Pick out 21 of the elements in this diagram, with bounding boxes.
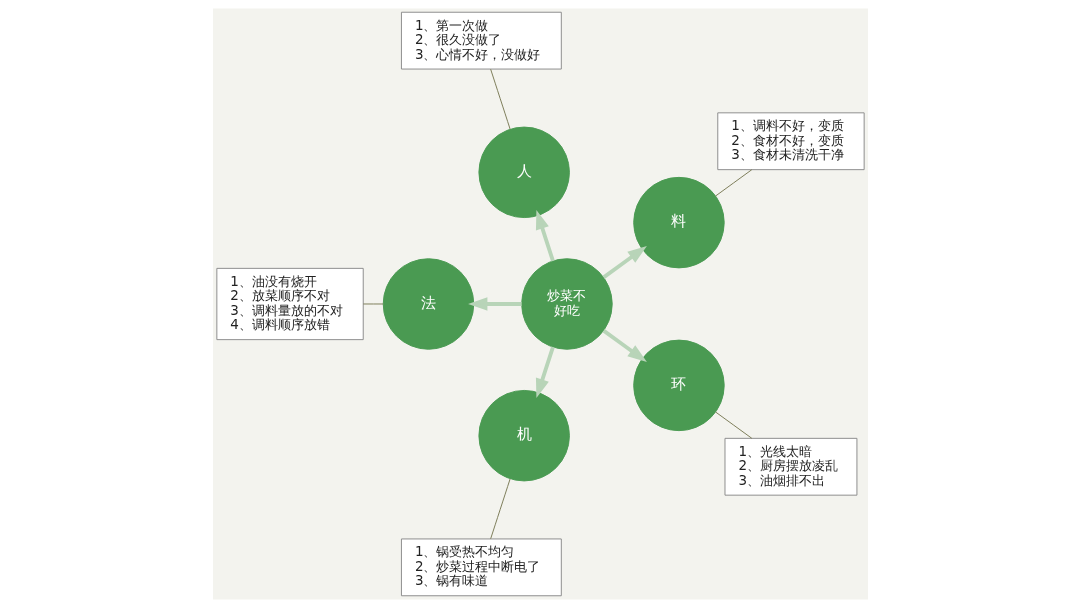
node-circle: 炒菜不好吃 xyxy=(520,258,613,350)
node-circle: 环 xyxy=(632,339,725,432)
connector xyxy=(489,68,511,130)
connector xyxy=(714,411,752,439)
node-box: 1、光线太暗 2、厨房摆放凌乱 3、油烟排不出 xyxy=(724,437,857,496)
arrow xyxy=(535,346,555,398)
connector xyxy=(714,169,752,197)
arrow xyxy=(467,297,522,311)
node-box: 1、锅受热不均匀 2、炒菜过程中断电了 3、锅有味道 xyxy=(400,538,562,597)
connector xyxy=(489,478,511,540)
arrow xyxy=(602,245,647,279)
node-box: 1、调料不好，变质 2、食材不好，变质 3、食材未清洗干净 xyxy=(716,112,865,171)
node-circle: 法 xyxy=(382,258,474,350)
node-box: 1、第一次做 2、很久没做了 3、心情不好，没做好 xyxy=(400,11,562,70)
node-box: 1、油没有烧开 2、放菜顺序不对 3、调料量放的不对 4、调料顺序放错 xyxy=(215,267,364,341)
node-circle: 料 xyxy=(632,176,725,269)
node-circle: 人 xyxy=(477,126,570,219)
arrow xyxy=(535,210,555,262)
connector xyxy=(362,303,384,305)
arrow xyxy=(602,329,647,363)
node-circle: 机 xyxy=(477,389,570,482)
